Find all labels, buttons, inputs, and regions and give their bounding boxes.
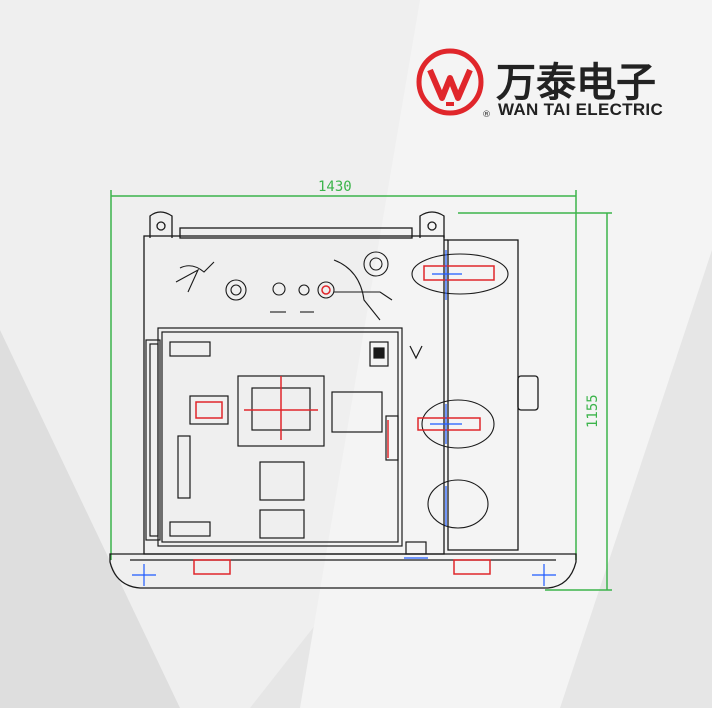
brand-name-chinese: 万泰电子 xyxy=(496,60,656,106)
mechanism-highlights xyxy=(321,265,495,431)
wantai-logo-icon xyxy=(416,48,484,116)
front-panel xyxy=(145,327,427,555)
width-dimension-label: 1430 xyxy=(318,179,352,195)
height-dimension xyxy=(458,212,612,591)
cabinet-outline xyxy=(109,211,577,589)
guide-lines xyxy=(132,250,556,586)
registered-mark: ® xyxy=(482,110,491,120)
operating-mechanism xyxy=(175,251,509,529)
width-dimension xyxy=(110,190,577,560)
brand-name-english: WAN TAI ELECTRIC xyxy=(498,100,664,119)
brand-logo: ® 万泰电子 WAN TAI ELECTRIC xyxy=(416,48,666,120)
center-marks xyxy=(193,376,491,575)
height-dimension-label: 1155 xyxy=(585,394,601,428)
